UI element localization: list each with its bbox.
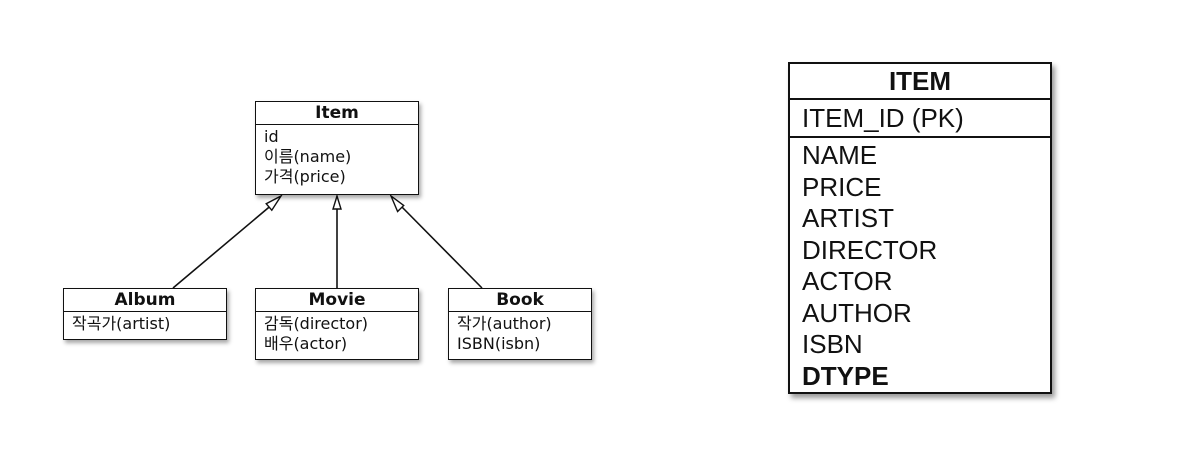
item-table-columns: NAME PRICE ARTIST DIRECTOR ACTOR AUTHOR …	[790, 138, 1050, 392]
item-table: ITEM ITEM_ID (PK) NAME PRICE ARTIST DIRE…	[788, 62, 1052, 394]
album-inheritance-arrowhead	[265, 194, 284, 212]
column-price: PRICE	[802, 171, 882, 202]
movie-inheritance-arrowhead	[332, 193, 342, 210]
book-class: Book 작가(author) ISBN(isbn)	[448, 288, 592, 360]
movie-attr-director: 감독(director)	[264, 314, 369, 333]
item-table-primary-key: ITEM_ID (PK)	[790, 100, 1050, 138]
book-to-item-edge	[397, 202, 483, 289]
item-class-attributes: id 이름(name) 가격(price)	[256, 125, 418, 187]
book-class-attributes: 작가(author) ISBN(isbn)	[449, 312, 591, 354]
item-class: Item id 이름(name) 가격(price)	[255, 101, 419, 195]
column-director: DIRECTOR	[802, 234, 938, 265]
item-attr-id: id	[264, 127, 279, 146]
column-isbn: ISBN	[802, 329, 863, 359]
movie-attr-actor: 배우(actor)	[264, 334, 348, 353]
album-attr-artist: 작곡가(artist)	[72, 314, 171, 333]
column-author: AUTHOR	[802, 297, 912, 328]
item-attr-price: 가격(price)	[264, 167, 346, 186]
column-artist: ARTIST	[802, 203, 894, 233]
item-table-title: ITEM	[790, 64, 1050, 100]
movie-class: Movie 감독(director) 배우(actor)	[255, 288, 419, 360]
album-class-title: Album	[64, 289, 226, 312]
column-actor: ACTOR	[802, 266, 893, 296]
book-attr-isbn: ISBN(isbn)	[457, 334, 541, 353]
movie-class-attributes: 감독(director) 배우(actor)	[256, 312, 418, 354]
album-class-attributes: 작곡가(artist)	[64, 312, 226, 334]
book-attr-author: 작가(author)	[457, 314, 552, 333]
item-attr-name: 이름(name)	[264, 147, 352, 166]
book-class-title: Book	[449, 289, 591, 312]
album-class: Album 작곡가(artist)	[63, 288, 227, 340]
book-inheritance-arrowhead	[389, 193, 405, 213]
column-dtype: DTYPE	[802, 360, 889, 391]
movie-class-title: Movie	[256, 289, 418, 312]
column-name: NAME	[802, 140, 878, 170]
item-class-title: Item	[256, 102, 418, 125]
album-to-item-edge	[172, 202, 275, 289]
